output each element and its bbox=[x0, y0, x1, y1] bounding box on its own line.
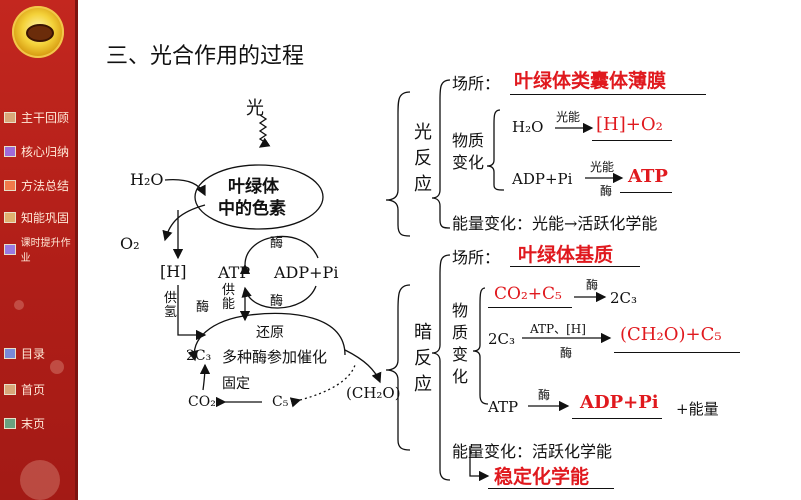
gongneng-label: 供能 bbox=[222, 283, 236, 312]
dark-substance-label: 物质变化 bbox=[452, 301, 469, 386]
dark-energy: 能量变化：活跃化学能 bbox=[452, 442, 613, 461]
tan-square-icon bbox=[4, 383, 16, 395]
nav-item-summary[interactable]: 核心归纳 bbox=[4, 142, 69, 160]
nav-item-consolidate[interactable]: 知能巩固 bbox=[4, 208, 69, 226]
dark-place-label: 场所： bbox=[452, 248, 501, 267]
nav-item-label: 核心归纳 bbox=[21, 144, 70, 159]
enzyme-left-label: 酶 bbox=[196, 300, 210, 315]
green-square-icon bbox=[4, 417, 16, 429]
light-eq2-left: ADP+Pi bbox=[512, 170, 573, 188]
o2-label: O₂ bbox=[120, 234, 140, 253]
answer-blank bbox=[488, 488, 614, 489]
enzyme-top-label: 酶 bbox=[270, 236, 284, 251]
atp-label: ATP bbox=[218, 263, 251, 282]
nav-item-label: 目录 bbox=[21, 346, 46, 361]
nav-item-label: 首页 bbox=[21, 382, 46, 397]
tan-square-icon bbox=[4, 111, 16, 123]
pigment-line2: 中的色素 bbox=[218, 199, 286, 219]
h2o-label: H₂O bbox=[130, 170, 164, 189]
light-reaction-label: 光反应 bbox=[414, 122, 432, 195]
light-eq1-cond: 光能 bbox=[556, 110, 581, 124]
light-eq2-cond-bottom: 酶 bbox=[600, 184, 613, 198]
ch2o-label: (CH₂O) bbox=[346, 384, 401, 402]
guding-label: 固定 bbox=[222, 376, 250, 392]
dark-eq1-left: CO₂+C₅ bbox=[494, 284, 562, 304]
dark-eq1-right: 2C₃ bbox=[610, 289, 638, 307]
h-label: [H] bbox=[160, 262, 187, 281]
light-eq2-right: ATP bbox=[628, 166, 668, 187]
light-energy: 能量变化：光能→活跃化学能 bbox=[452, 214, 658, 233]
decor-petal bbox=[14, 300, 24, 310]
dark-eq2-cond-bottom: 酶 bbox=[560, 346, 573, 360]
nav-home[interactable]: 首页 bbox=[4, 380, 45, 398]
light-place: 叶绿体类囊体薄膜 bbox=[514, 70, 667, 92]
blue-square-icon bbox=[4, 347, 16, 359]
answer-blank bbox=[572, 418, 662, 419]
dark-eq3-cond: 酶 bbox=[538, 388, 551, 402]
dark-eq3-extra: +能量 bbox=[676, 400, 719, 418]
huanyuan-label: 还原 bbox=[256, 325, 284, 341]
sidebar-edge bbox=[75, 0, 78, 500]
light-place-label: 场所： bbox=[452, 74, 501, 93]
nav-item-method[interactable]: 方法总结 bbox=[4, 176, 69, 194]
nav-contents[interactable]: 目录 bbox=[4, 344, 45, 362]
violet-square-icon bbox=[4, 243, 16, 255]
dark-eq3-right: ADP+Pi bbox=[580, 392, 659, 413]
catalyze-label: 多种酶参加催化 bbox=[222, 348, 328, 366]
nav-item-review[interactable]: 主干回顾 bbox=[4, 108, 69, 126]
dark-eq1-cond: 酶 bbox=[586, 278, 599, 292]
pigment-line1: 叶绿体 bbox=[228, 177, 279, 197]
page-title: 三、光合作用的过程 bbox=[106, 44, 305, 69]
dark-eq2-cond-top: ATP、[H] bbox=[530, 322, 586, 336]
nav-item-homework[interactable]: 课时提升作业 bbox=[4, 238, 78, 264]
dark-place: 叶绿体基质 bbox=[518, 244, 614, 266]
dark-eq2-left: 2C₃ bbox=[488, 330, 516, 348]
c5-label: C₅ bbox=[272, 394, 289, 410]
beige-square-icon bbox=[4, 211, 16, 223]
light-eq1-left: H₂O bbox=[512, 118, 544, 136]
nav-item-label: 方法总结 bbox=[21, 178, 70, 193]
nav-item-label: 末页 bbox=[21, 416, 46, 431]
nav-last[interactable]: 末页 bbox=[4, 414, 45, 432]
dark-eq2-right: (CH₂O)+C₅ bbox=[620, 324, 722, 345]
light-eq1-right: [H]+O₂ bbox=[596, 114, 663, 135]
logo-icon bbox=[12, 6, 64, 58]
answer-blank bbox=[620, 192, 672, 193]
answer-blank bbox=[614, 352, 740, 353]
sidebar: 主干回顾 核心归纳 方法总结 知能巩固 课时提升作业 目录 首页 末页 bbox=[0, 0, 78, 500]
nav-item-label: 主干回顾 bbox=[21, 110, 70, 125]
answer-blank bbox=[510, 266, 640, 267]
dark-eq3-left: ATP bbox=[488, 398, 519, 416]
enzyme-bottom-label: 酶 bbox=[270, 294, 284, 309]
answer-blank bbox=[488, 307, 572, 308]
purple-square-icon bbox=[4, 145, 16, 157]
decor-flower bbox=[20, 460, 60, 500]
dark-reaction-label: 暗反应 bbox=[414, 322, 432, 395]
nav-item-label: 课时提升作业 bbox=[20, 238, 71, 264]
c3-label: 2C₃ bbox=[186, 348, 212, 364]
light-eq2-cond-top: 光能 bbox=[590, 160, 615, 174]
gongqing-label: 供氢 bbox=[164, 291, 178, 320]
adp-label: ADP+Pi bbox=[274, 263, 339, 282]
light-substance-label: 物质变化 bbox=[452, 131, 485, 172]
answer-blank bbox=[592, 140, 672, 141]
decor-petal bbox=[50, 360, 64, 374]
orange-square-icon bbox=[4, 179, 16, 191]
dark-energy-result: 稳定化学能 bbox=[494, 466, 590, 488]
co2-label: CO₂ bbox=[188, 394, 216, 410]
nav-item-label: 知能巩固 bbox=[21, 210, 70, 225]
answer-blank bbox=[510, 94, 706, 95]
light-label: 光 bbox=[246, 98, 264, 119]
